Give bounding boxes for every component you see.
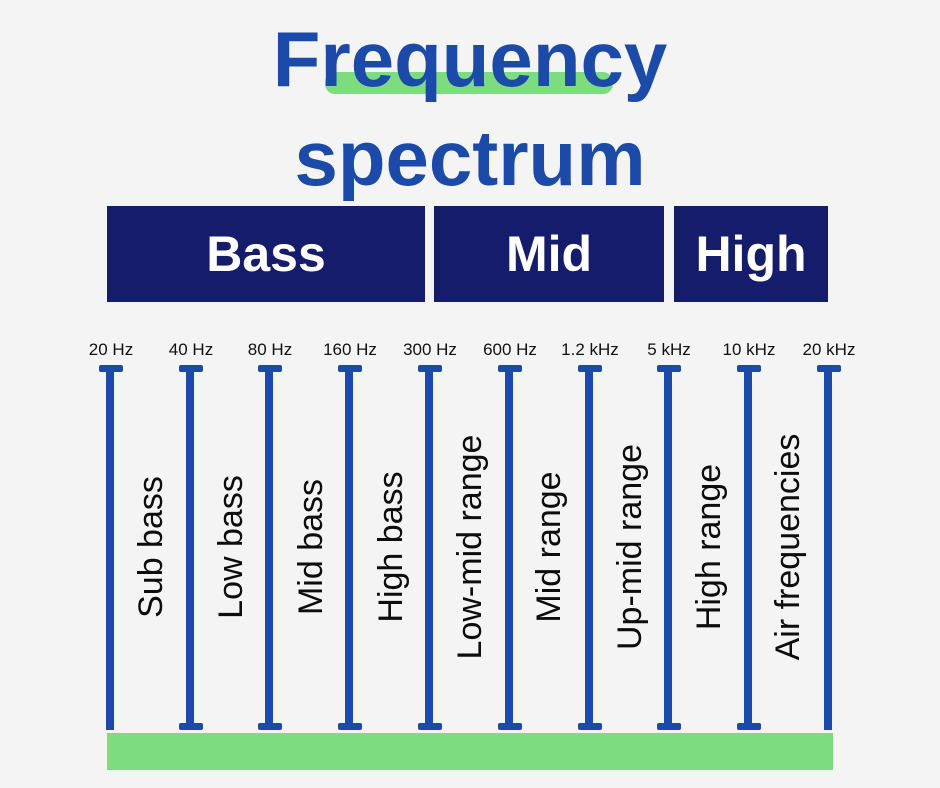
segment-label-up-mid-range: Up-mid range bbox=[611, 444, 649, 650]
segment-label-low-bass: Low bass bbox=[212, 475, 250, 619]
frequency-marker bbox=[330, 365, 370, 730]
frequency-label: 1.2 kHz bbox=[561, 340, 619, 359]
band-bass: Bass bbox=[107, 206, 425, 302]
segment-label-sub-bass: Sub bass bbox=[132, 476, 170, 618]
frequency-label: 40 Hz bbox=[168, 340, 214, 359]
frequency-marker bbox=[649, 365, 689, 730]
frequency-marker bbox=[250, 365, 290, 730]
segment-label-air-frequencies: Air frequencies bbox=[769, 433, 807, 661]
frequency-marker bbox=[809, 365, 849, 730]
segment-label-mid-range: Mid range bbox=[530, 471, 568, 623]
segment-label-mid-bass: Mid bass bbox=[292, 478, 330, 616]
frequency-marker bbox=[729, 365, 769, 730]
frequency-label: 300 Hz bbox=[403, 340, 457, 359]
segment-label-low-mid-range: Low-mid range bbox=[451, 434, 489, 660]
band-mid: Mid bbox=[434, 206, 664, 302]
segment-label-high-bass: High bass bbox=[372, 471, 410, 623]
segment-label-high-range: High range bbox=[690, 463, 728, 631]
frequency-label: 5 kHz bbox=[647, 340, 691, 359]
band-high: High bbox=[674, 206, 828, 302]
frequency-marker bbox=[171, 365, 211, 730]
frequency-marker bbox=[490, 365, 530, 730]
frequency-marker bbox=[570, 365, 610, 730]
frequency-label: 20 Hz bbox=[88, 340, 134, 359]
base-bar bbox=[107, 733, 833, 770]
title-line-2: spectrum bbox=[294, 114, 646, 202]
title-highlight bbox=[325, 72, 613, 94]
frequency-label: 80 Hz bbox=[247, 340, 293, 359]
frequency-marker bbox=[410, 365, 450, 730]
frequency-label: 10 kHz bbox=[722, 340, 776, 359]
frequency-marker bbox=[91, 365, 131, 730]
frequency-label: 600 Hz bbox=[483, 340, 537, 359]
title-line-1: Frequency bbox=[272, 15, 668, 103]
frequency-label: 160 Hz bbox=[323, 340, 377, 359]
frequency-label: 20 kHz bbox=[802, 340, 856, 359]
